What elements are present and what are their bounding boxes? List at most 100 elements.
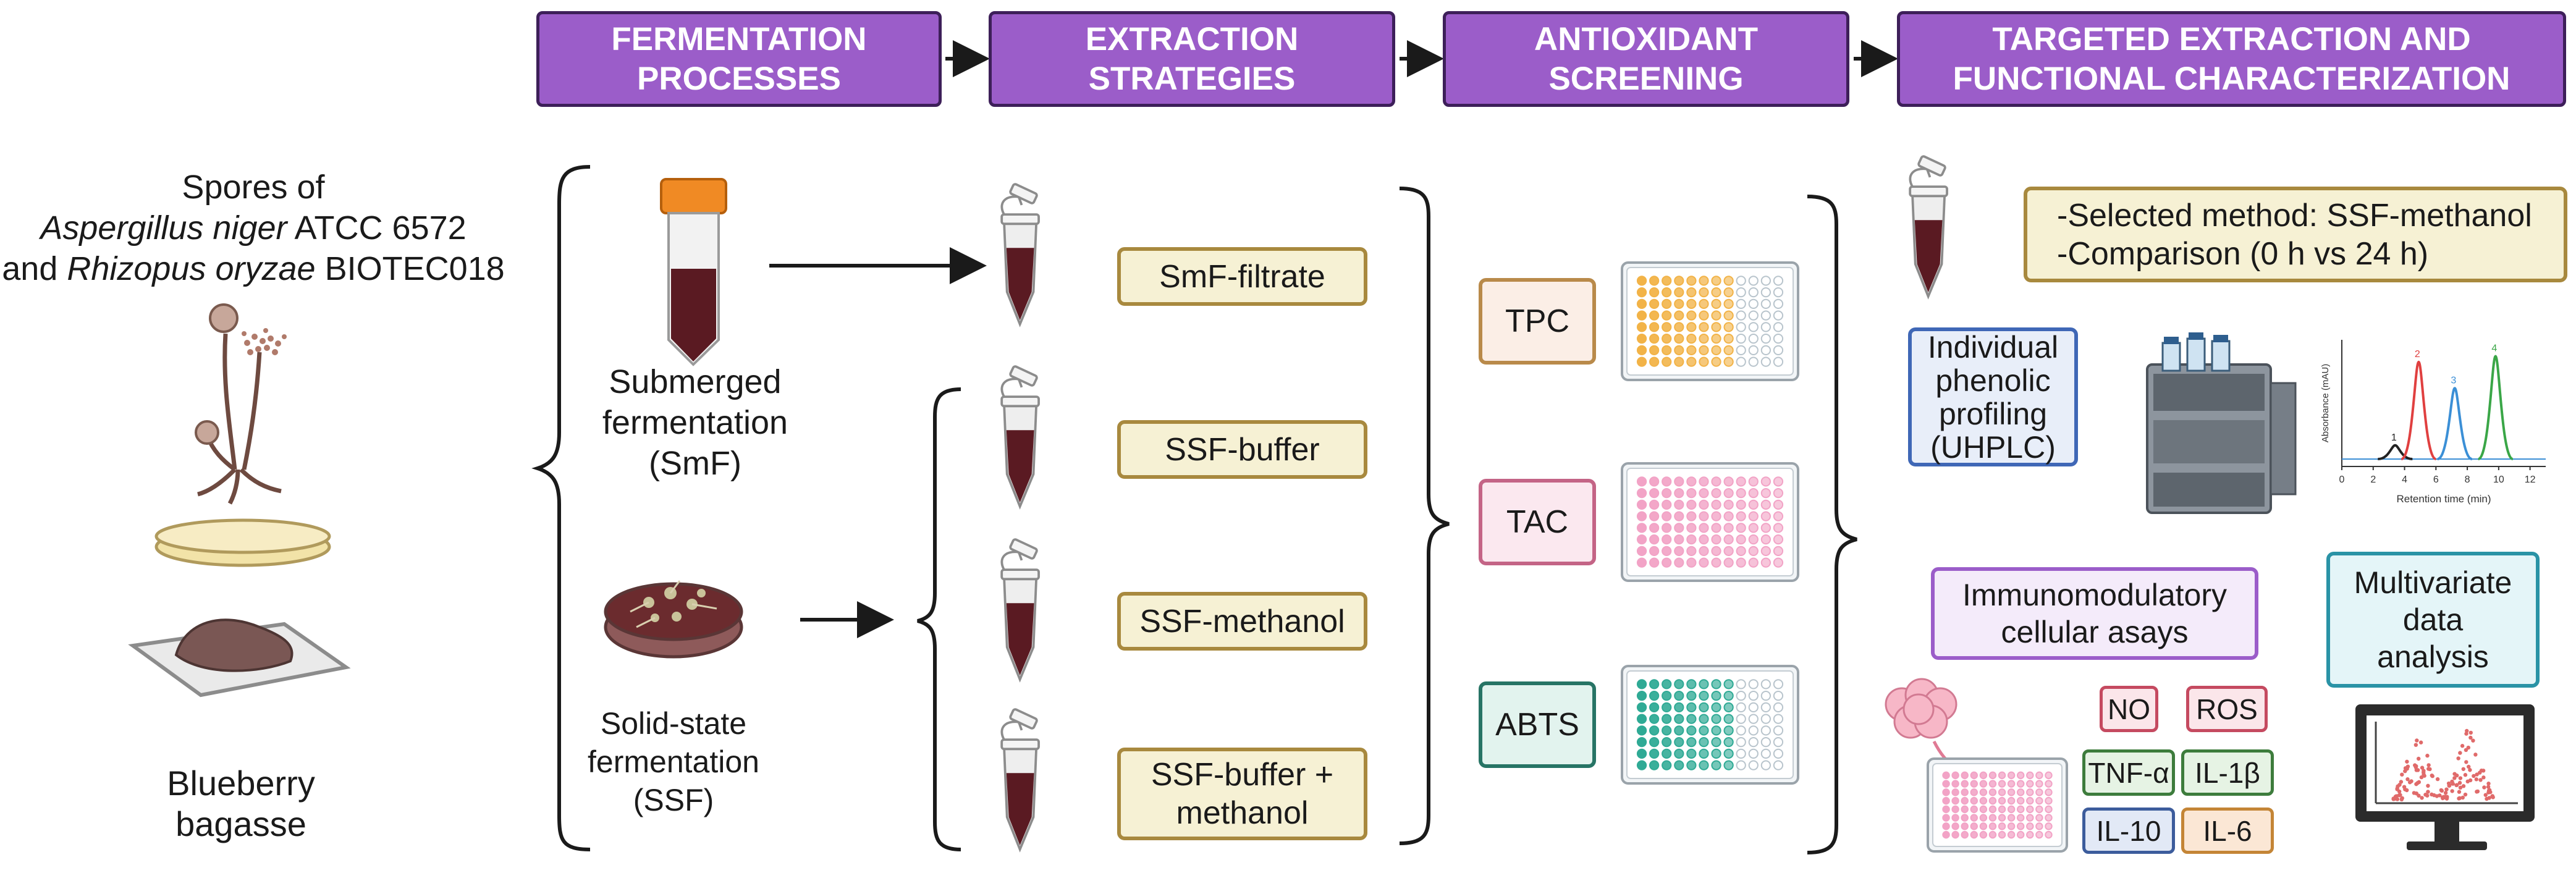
uhplc-instrument-icon <box>2146 332 2297 514</box>
petri-dish-icon <box>154 518 331 567</box>
chrom-peak-label: 2 <box>2415 349 2420 360</box>
ssf-line: Solid-state <box>600 706 747 741</box>
volcano-point <box>2426 783 2430 788</box>
volcano-point <box>2468 768 2472 772</box>
eppendorf-tube-icon <box>1000 538 1040 683</box>
chrom-x-tick-label: 6 <box>2433 474 2439 485</box>
volcano-point <box>2415 738 2419 743</box>
header-line: PROCESSES <box>637 60 841 97</box>
volcano-point <box>2407 780 2412 785</box>
marker-il-6: IL-6 <box>2181 808 2274 854</box>
spores-line: Aspergillus niger ATCC 6572 <box>0 208 507 248</box>
volcano-point <box>2460 795 2465 800</box>
volcano-point <box>2468 730 2473 735</box>
chrom-peak <box>2401 360 2437 460</box>
spores-line: and Rhizopus oryzae BIOTEC018 <box>0 248 507 289</box>
volcano-point <box>2394 794 2399 798</box>
marker-label: IL-6 <box>2203 814 2252 847</box>
immuno-line: cellular asays <box>2001 615 2189 649</box>
monitor-icon <box>2355 704 2535 850</box>
assay-tac: TAC <box>1479 479 1596 565</box>
marker-label: IL-10 <box>2096 814 2161 847</box>
volcano-point <box>2472 774 2476 778</box>
volcano-point <box>2428 767 2432 772</box>
volcano-point <box>2488 790 2493 795</box>
marker-ros: ROS <box>2186 686 2268 732</box>
volcano-point <box>2485 796 2489 801</box>
marker-label: ROS <box>2196 693 2258 725</box>
header-line: ANTIOXIDANT <box>1534 20 1759 57</box>
multivariate-line: analysis <box>2377 639 2489 674</box>
volcano-point <box>2397 782 2402 787</box>
step-header-extraction: EXTRACTION STRATEGIES <box>989 11 1395 107</box>
extraction-ssf-methanol: SSF-methanol <box>1117 592 1367 651</box>
volcano-point <box>2486 782 2491 786</box>
organism-name: Rhizopus oryzae <box>67 250 316 287</box>
well-plate-icon <box>1927 757 2068 853</box>
chrom-peak <box>2436 387 2473 460</box>
volcano-point <box>2450 779 2454 784</box>
volcano-point <box>2432 793 2436 798</box>
volcano-point <box>2455 773 2459 778</box>
volcano-point <box>2454 783 2459 787</box>
substrate-line: bagasse <box>175 804 306 843</box>
volcano-point <box>2430 773 2434 778</box>
uhplc-line: phenolic <box>1935 363 2051 398</box>
step-header-targeted: TARGETED EXTRACTION AND FUNCTIONAL CHARA… <box>1897 11 2566 107</box>
volcano-point <box>2398 793 2402 797</box>
selected-line: -Comparison (0 h vs 24 h) <box>2057 235 2429 272</box>
selected-method-box: -Selected method: SSF-methanol -Comparis… <box>2024 187 2567 282</box>
selected-tube-icon <box>1909 155 1948 300</box>
chrom-x-tick-label: 0 <box>2339 474 2345 485</box>
volcano-point <box>2423 793 2428 797</box>
uhplc-line: Individual <box>1927 329 2059 365</box>
volcano-point <box>2471 738 2475 743</box>
ssf-line: fermentation <box>588 744 759 779</box>
volcano-point <box>2456 756 2460 761</box>
volcano-point <box>2464 760 2468 764</box>
multivariate-line: data <box>2402 602 2464 637</box>
falcon-tube-icon <box>660 178 727 366</box>
step-header-antioxidant: ANTIOXIDANT SCREENING <box>1443 11 1849 107</box>
header-line: SCREENING <box>1548 60 1744 97</box>
ssf-plate-icon <box>604 580 743 659</box>
volcano-point <box>2466 764 2471 769</box>
smf-line: fermentation <box>602 404 788 441</box>
volcano-point <box>2461 767 2465 771</box>
uhplc-line: (UHPLC) <box>1930 429 2056 465</box>
marker-il-1beta: IL-1β <box>2181 749 2274 796</box>
volcano-point <box>2475 772 2479 777</box>
volcano-point <box>2395 797 2400 801</box>
strain-id: BIOTEC018 <box>315 250 505 287</box>
volcano-point <box>2463 773 2468 777</box>
volcano-point <box>2486 785 2491 789</box>
volcano-point <box>2415 768 2420 772</box>
volcano-point <box>2457 790 2462 794</box>
volcano-point <box>2413 743 2418 747</box>
volcano-point <box>2475 789 2480 794</box>
extraction-label: SSF-methanol <box>1139 603 1345 639</box>
volcano-point <box>2405 759 2409 764</box>
volcano-point <box>2457 796 2462 801</box>
volcano-point <box>2466 745 2471 750</box>
chrom-x-tick-label: 12 <box>2525 474 2536 485</box>
header-line: STRATEGIES <box>1088 60 1296 97</box>
chrom-peak <box>2477 355 2514 460</box>
volcano-point <box>2447 783 2452 788</box>
volcano-point <box>2452 776 2457 780</box>
volcano-point <box>2425 753 2430 758</box>
volcano-point <box>2391 796 2396 801</box>
eppendorf-tube-icon <box>1000 183 1040 327</box>
extraction-label: methanol <box>1176 795 1309 831</box>
volcano-point <box>2458 776 2463 780</box>
spores-icon <box>242 328 287 355</box>
volcano-point <box>2399 797 2404 802</box>
volcano-point <box>2443 791 2448 795</box>
chrom-x-label: Retention time (min) <box>2396 493 2491 505</box>
volcano-point <box>2397 789 2402 794</box>
volcano-point <box>2461 784 2466 788</box>
smf-label: Submerged fermentation (SmF) <box>581 361 809 484</box>
volcano-point <box>2457 780 2462 785</box>
chrom-x-tick-label: 2 <box>2370 474 2376 485</box>
